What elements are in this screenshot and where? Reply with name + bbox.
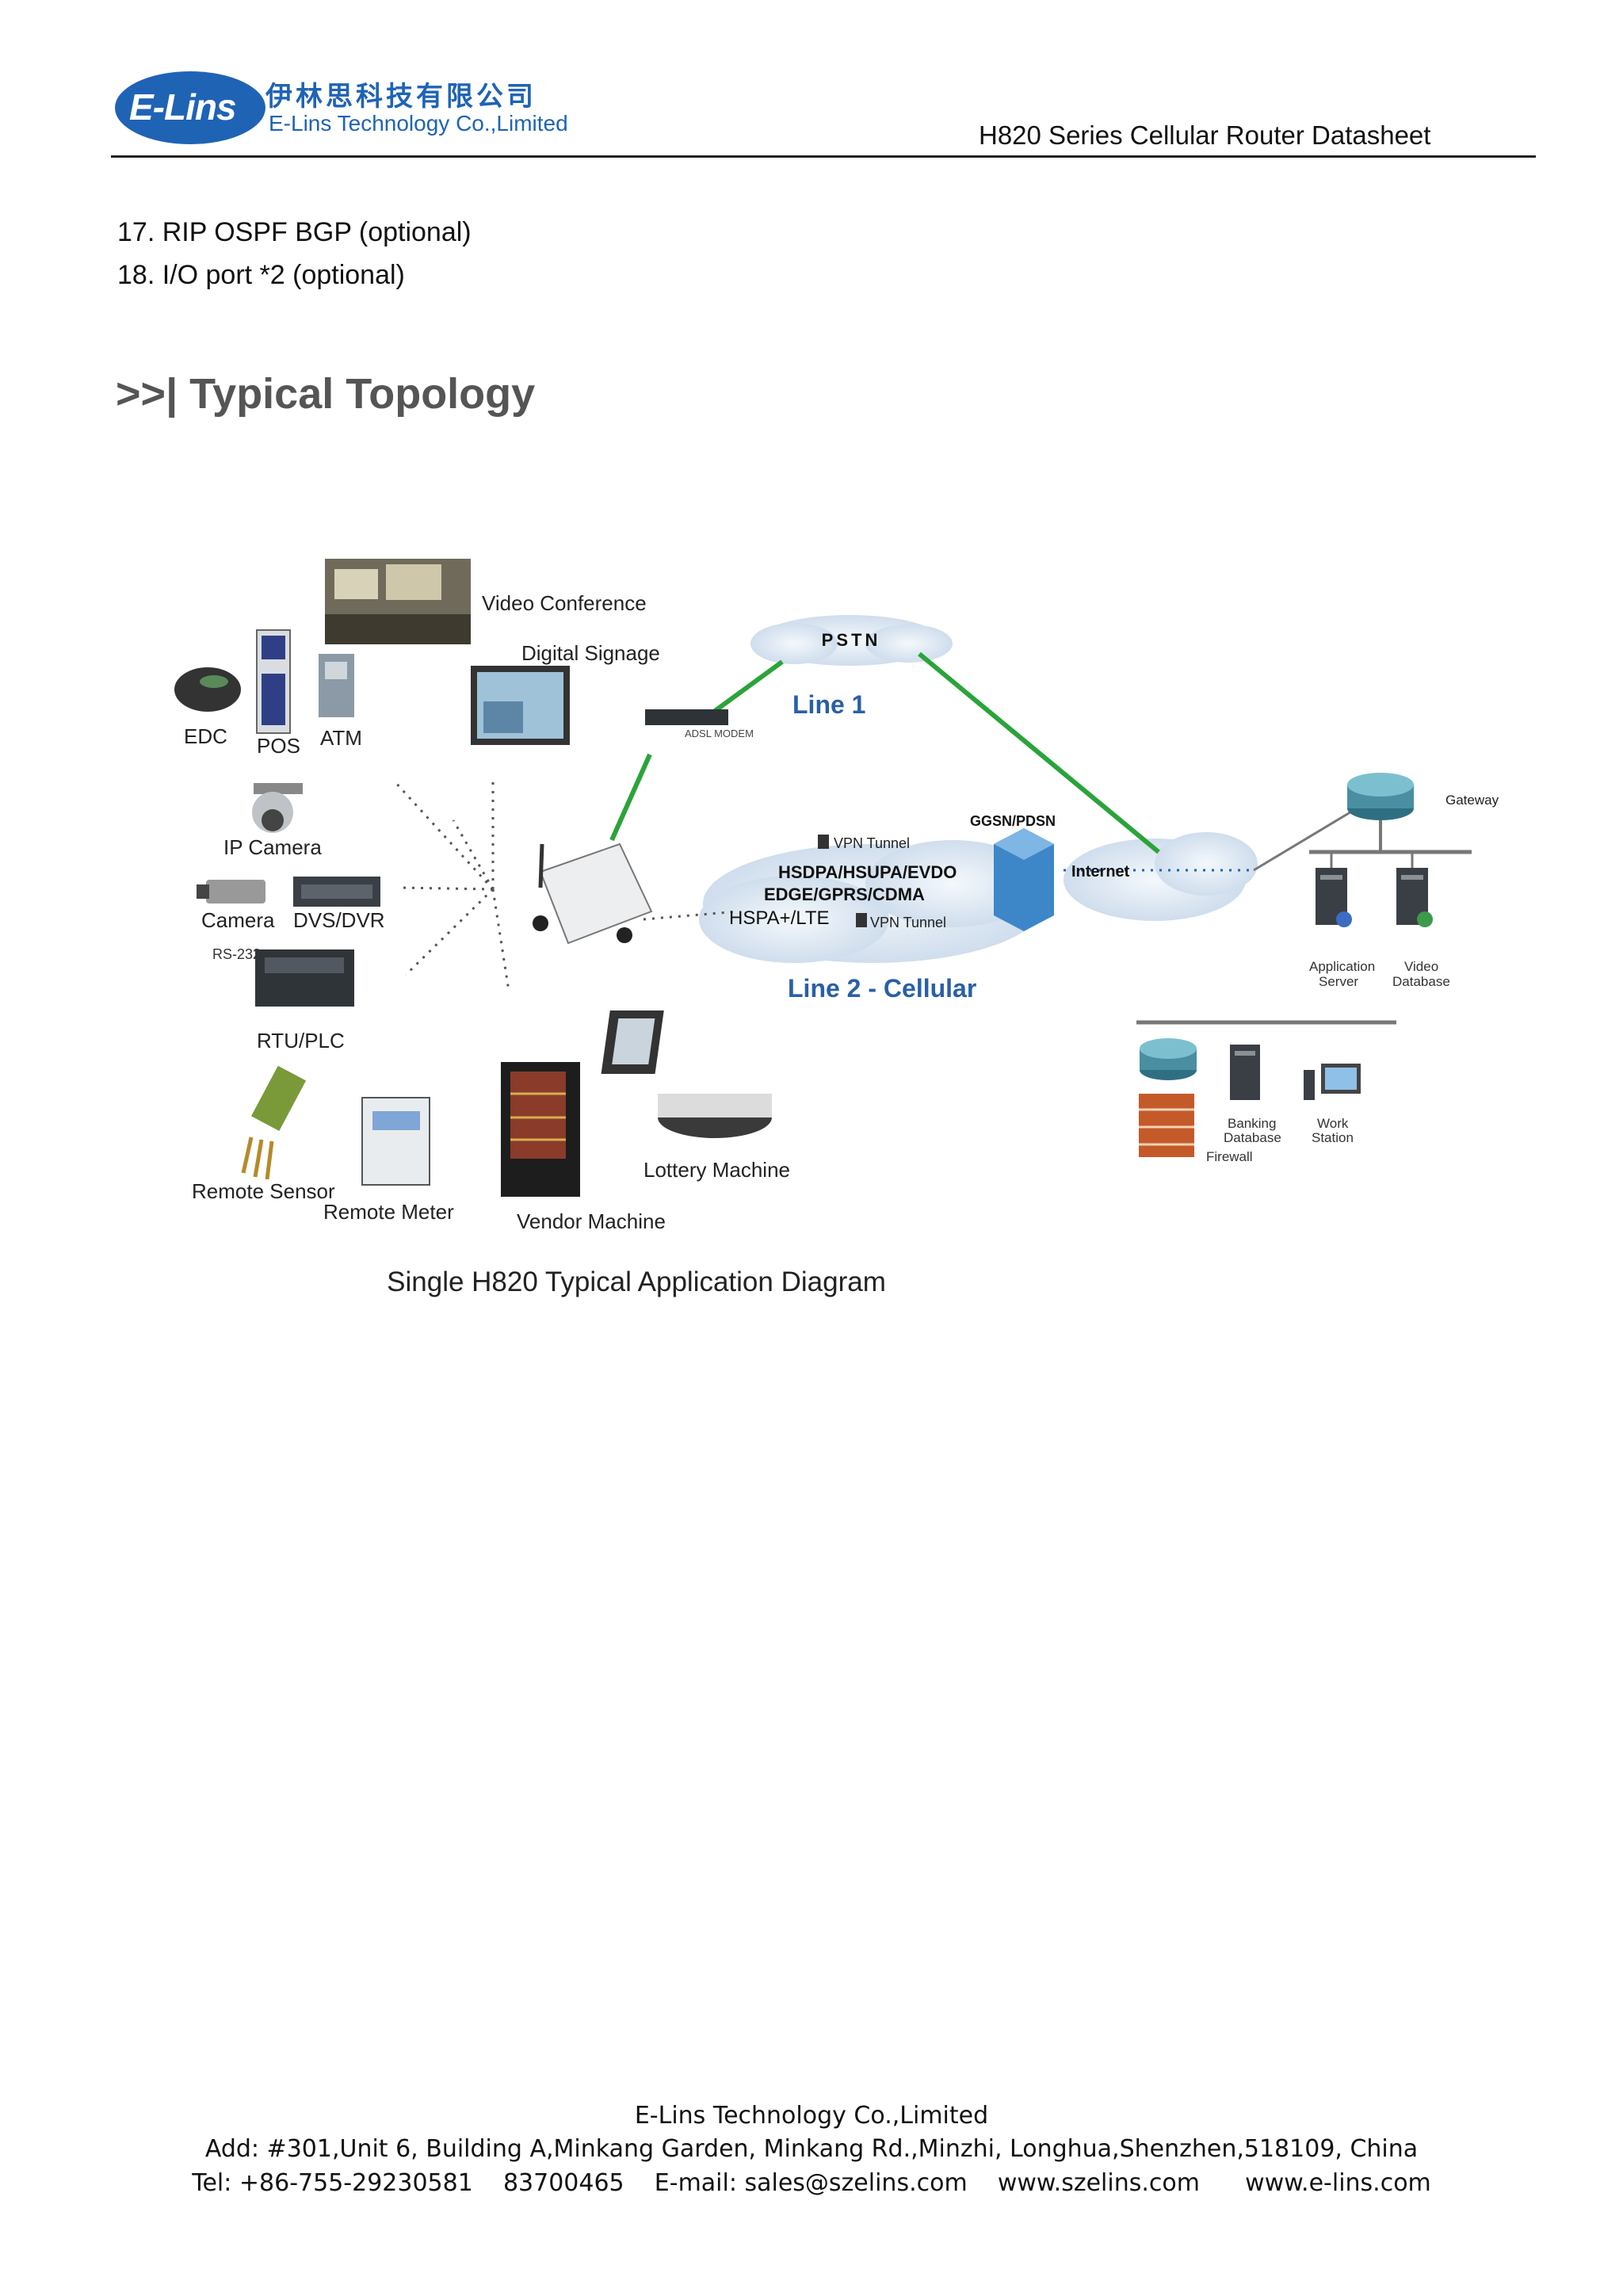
logo-mark <box>115 71 265 144</box>
camera-image <box>197 880 265 904</box>
pstn-label: PSTN <box>822 630 881 650</box>
work-station-label-2: Station <box>1312 1130 1354 1145</box>
rtu-plc-label: RTU/PLC <box>257 1029 345 1052</box>
remote-meter-image <box>361 1097 430 1186</box>
footer-address: Add: #301,Unit 6, Building A,Minkang Gar… <box>204 2135 1419 2163</box>
device-connection-lines <box>392 777 1358 991</box>
adsl-modem-image <box>645 709 728 725</box>
firewall-label: Firewall <box>1206 1149 1253 1164</box>
rs232-label: RS-232 <box>212 946 261 962</box>
digital-signage-image <box>471 666 570 745</box>
feature-item-17: 17. RIP OSPF BGP (optional) <box>117 217 472 247</box>
camera-label: Camera <box>201 908 275 932</box>
work-station-image <box>1304 1064 1361 1100</box>
remote-sensor-image <box>241 1065 307 1180</box>
video-database-label-1: Video <box>1404 959 1438 974</box>
banking-database-image <box>1230 1045 1260 1100</box>
ip-camera-image <box>252 783 303 833</box>
vendor-machine-image <box>501 1062 580 1197</box>
video-conference-label: Video Conference <box>482 591 647 615</box>
application-server-label-2: Server <box>1319 974 1358 989</box>
gateway-router-image <box>1347 773 1414 820</box>
internet-label: Internet <box>1071 863 1130 881</box>
feature-item-18: 18. I/O port *2 (optional) <box>117 260 405 290</box>
lan-router-image <box>1140 1038 1197 1080</box>
logo-mark-text: E-Lins <box>129 86 237 128</box>
banking-database-label-2: Database <box>1224 1130 1281 1145</box>
edc-device-image <box>174 667 241 712</box>
company-logo: E-Lins 伊林思科技有限公司 E-Lins Technology Co.,L… <box>115 70 590 149</box>
edc-label: EDC <box>184 724 227 748</box>
dvs-dvr-image <box>293 877 380 907</box>
remote-meter-label: Remote Meter <box>323 1200 454 1224</box>
footer-contact: Tel: +86-755-29230581 83700465 E-mail: s… <box>192 2169 1431 2197</box>
diagram-caption: Single H820 Typical Application Diagram <box>387 1266 886 1297</box>
edge-label: EDGE/GPRS/CDMA <box>764 884 925 904</box>
section-heading: >>| Typical Topology <box>116 370 536 418</box>
pstn-cloud <box>750 615 953 666</box>
video-database-image <box>1396 868 1433 927</box>
banking-database-label-1: Banking <box>1228 1116 1276 1131</box>
video-database-label-2: Database <box>1392 974 1450 989</box>
firewall-image <box>1139 1094 1194 1157</box>
h820-router-image <box>533 842 653 945</box>
lock-icon <box>856 913 867 927</box>
ggsn-pdsn-image <box>994 828 1054 931</box>
document-title: H820 Series Cellular Router Datasheet <box>979 120 1431 150</box>
adsl-modem-label: ADSL MODEM <box>685 728 754 739</box>
router-to-modem-link <box>609 753 652 842</box>
pos-label: POS <box>257 734 300 758</box>
gateway-label: Gateway <box>1445 793 1499 808</box>
internet-cloud <box>1064 832 1258 921</box>
lottery-machine-image <box>601 1010 772 1138</box>
line1-label: Line 1 <box>792 690 865 719</box>
atm-label: ATM <box>320 726 362 750</box>
application-server-image <box>1316 868 1352 927</box>
vendor-machine-label: Vendor Machine <box>517 1209 666 1233</box>
lottery-machine-label: Lottery Machine <box>643 1158 790 1182</box>
footer-company: E-Lins Technology Co.,Limited <box>634 2102 989 2130</box>
pstn-to-internet-link <box>918 651 1160 854</box>
atm-device-image <box>319 654 354 717</box>
hspa-lte-label: HSPA+/LTE <box>729 907 830 929</box>
application-server-label-1: Application <box>1309 959 1375 974</box>
dvs-dvr-label: DVS/DVR <box>293 908 385 932</box>
topology-diagram: PSTN Video Conference Digital Signa <box>174 559 1499 1233</box>
header-divider <box>111 155 1536 158</box>
line2-label: Line 2 - Cellular <box>788 974 976 1003</box>
vpn-tunnel-label-1: VPN Tunnel <box>834 835 910 851</box>
logo-english-name: E-Lins Technology Co.,Limited <box>269 111 568 136</box>
hsdpa-label: HSDPA/HSUPA/EVDO <box>778 862 957 882</box>
video-conference-image <box>325 559 471 644</box>
vpn-tunnel-label-2: VPN Tunnel <box>870 915 946 930</box>
pos-device-image <box>256 629 291 734</box>
remote-sensor-label: Remote Sensor <box>192 1179 335 1203</box>
ip-camera-label: IP Camera <box>223 835 322 859</box>
lock-icon <box>818 835 829 849</box>
work-station-label-1: Work <box>1317 1116 1349 1131</box>
rtu-plc-image <box>255 949 354 1007</box>
digital-signage-label: Digital Signage <box>521 641 660 665</box>
logo-chinese-name: 伊林思科技有限公司 <box>265 81 537 113</box>
ggsn-pdsn-label: GGSN/PDSN <box>970 813 1056 829</box>
